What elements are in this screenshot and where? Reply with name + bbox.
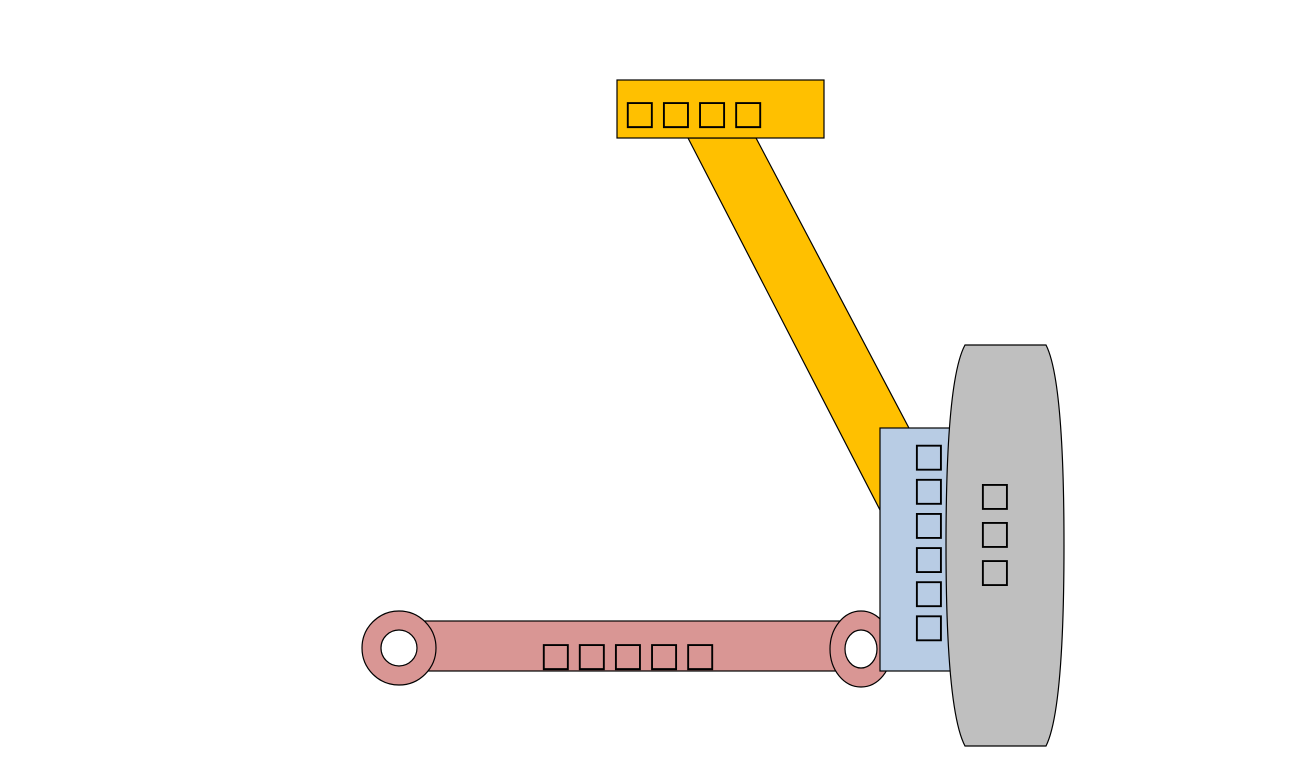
wheel <box>945 344 1065 747</box>
knuckle-label: □□□□□□ <box>911 442 951 647</box>
lower-arm-label: □□□□□ <box>540 635 721 675</box>
strut-label: □□□□ <box>624 93 769 133</box>
wheel-label: □□□ <box>977 481 1017 595</box>
strut-top-mount <box>616 79 825 139</box>
lower-arm-right-bushing-hole <box>844 629 878 669</box>
lower-arm-left-bushing-hole <box>380 629 418 667</box>
